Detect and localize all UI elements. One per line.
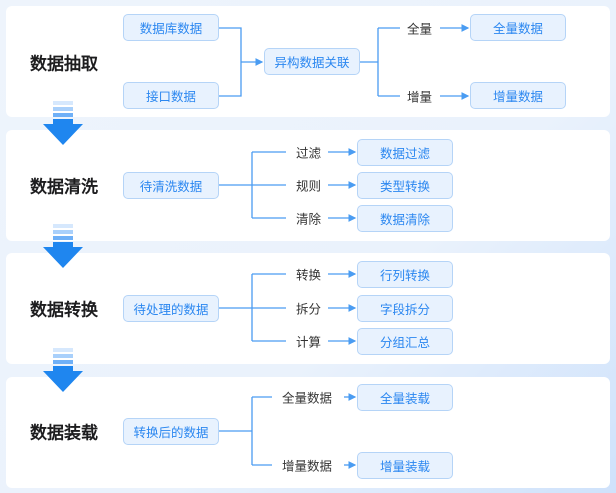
branch-label: 增量数据	[282, 458, 333, 474]
stage-title: 数据转换	[30, 300, 98, 321]
branch-label: 全量数据	[282, 390, 333, 406]
result-box: 增量数据	[470, 82, 566, 109]
input-box: 待清洗数据	[123, 172, 219, 199]
source-box: 接口数据	[123, 82, 219, 109]
result-box: 数据清除	[357, 205, 453, 232]
split-connector	[218, 151, 286, 219]
result-box: 全量数据	[470, 14, 566, 41]
stage-panel-load	[6, 377, 610, 488]
stage-title: 数据抽取	[30, 54, 98, 75]
merge-connector	[218, 27, 262, 97]
stage-title: 数据装载	[30, 423, 98, 444]
source-box: 数据库数据	[123, 14, 219, 41]
branch-label: 规则	[296, 178, 322, 194]
branch-label: 全量	[407, 21, 433, 37]
split-connector	[218, 396, 272, 466]
middle-box: 异构数据关联	[264, 48, 360, 75]
result-box: 行列转换	[357, 261, 453, 288]
result-box: 数据过滤	[357, 139, 453, 166]
result-box: 增量装载	[357, 452, 453, 479]
result-box: 字段拆分	[357, 295, 453, 322]
down-arrow-icon	[43, 101, 83, 145]
down-arrow-icon	[43, 348, 83, 392]
branch-label: 计算	[296, 334, 322, 350]
result-box: 全量装载	[357, 384, 453, 411]
branch-label: 清除	[296, 211, 322, 227]
branch-label: 转换	[296, 267, 322, 283]
branch-label: 增量	[407, 89, 433, 105]
result-box: 分组汇总	[357, 328, 453, 355]
input-box: 待处理的数据	[123, 295, 219, 322]
down-arrow-icon	[43, 224, 83, 268]
stage-title: 数据清洗	[30, 177, 98, 198]
input-box: 转换后的数据	[123, 418, 219, 445]
split-connector	[218, 273, 286, 342]
result-box: 类型转换	[357, 172, 453, 199]
branch-label: 拆分	[296, 301, 322, 317]
stage-panel-clean	[6, 130, 610, 241]
stage-panel-transform	[6, 253, 610, 364]
split-connector	[360, 27, 400, 97]
branch-label: 过滤	[296, 145, 322, 161]
